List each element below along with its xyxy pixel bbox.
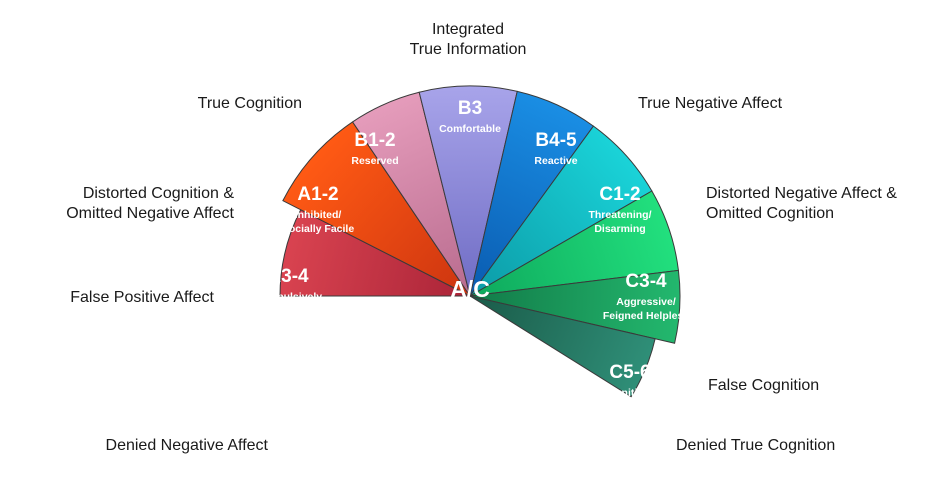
label-distorted-negative-affect-line: Distorted Negative Affect & — [706, 185, 897, 202]
segment-description: Promiscuous/ — [287, 385, 357, 397]
segment-code: B4-5 — [535, 130, 577, 151]
segment-code: A5-6 — [301, 346, 342, 367]
segment-description: Self-Reliant — [293, 399, 351, 411]
label-true-negative-affect-line: True Negative Affect — [638, 95, 783, 112]
label-denied-true-cognition-line: Denied True Cognition — [676, 437, 836, 454]
segment-labels: A5-6CompulsivelyPromiscuous/Self-Reliant… — [254, 98, 689, 413]
fan-segments — [279, 85, 681, 398]
segment-code: C3-4 — [625, 271, 667, 292]
center-label: A/C — [450, 276, 490, 302]
segment-description: Compulsively — [288, 371, 356, 383]
segment-b1-2 — [418, 85, 518, 297]
label-denied-negative-affect: Denied Negative Affect — [106, 436, 268, 456]
label-true-negative-affect: True Negative Affect — [638, 94, 782, 114]
segment-code: B3 — [458, 98, 482, 119]
segment-code: B1-2 — [354, 130, 395, 151]
segment-code: A3-4 — [267, 266, 309, 287]
segment-description: Punitive/ — [608, 387, 652, 399]
label-false-positive-affect-line: False Positive Affect — [70, 289, 214, 306]
segment-code: A1-2 — [297, 184, 338, 205]
label-false-positive-affect: False Positive Affect — [70, 288, 214, 308]
segment-description: Aggressive/ — [616, 296, 676, 308]
segment-a3-4 — [282, 121, 472, 298]
segment-description: Compulsively — [254, 291, 322, 303]
label-distorted-cognition: Distorted Cognition & Omitted Negative Af… — [66, 184, 234, 224]
segment-description: Compliant — [262, 319, 314, 331]
segment-description: Reserved — [351, 155, 398, 167]
label-distorted-negative-affect-line: Omitted Cognition — [706, 205, 835, 222]
segment-description: Inhibited/ — [295, 209, 342, 221]
segment-code: C1-2 — [599, 184, 640, 205]
segment-description: Reactive — [534, 155, 577, 167]
segment-c5-6 — [469, 295, 656, 398]
label-true-cognition-line: True Cognition — [197, 95, 302, 112]
segment-description: Comfortable — [439, 123, 501, 135]
label-false-cognition-line: False Cognition — [708, 377, 820, 394]
segment-description: Disarming — [594, 223, 645, 235]
label-integrated-true-information-line: True Information — [409, 41, 527, 58]
label-distorted-cognition-line: Distorted Cognition & — [82, 185, 234, 202]
label-distorted-cognition-line: Omitted Negative Affect — [66, 205, 234, 222]
label-denied-negative-affect-line: Denied Negative Affect — [105, 437, 268, 454]
label-integrated-true-information-line: Integrated — [431, 21, 505, 38]
segment-description: Seductive — [605, 401, 655, 413]
segment-code: C5-6 — [609, 362, 650, 383]
segment-description: Caregiving/ — [259, 305, 316, 317]
label-true-cognition: True Cognition — [198, 94, 302, 114]
segment-description: Threatening/ — [588, 209, 651, 221]
segment-c3-4 — [469, 269, 681, 344]
segment-description: Feigned Helpless — [603, 310, 690, 322]
label-denied-true-cognition: Denied True Cognition — [676, 436, 835, 456]
segment-description: Socially Facile — [282, 223, 355, 235]
label-false-cognition: False Cognition — [708, 376, 819, 396]
label-distorted-negative-affect: Distorted Negative Affect & Omitted Cogni… — [706, 184, 897, 224]
